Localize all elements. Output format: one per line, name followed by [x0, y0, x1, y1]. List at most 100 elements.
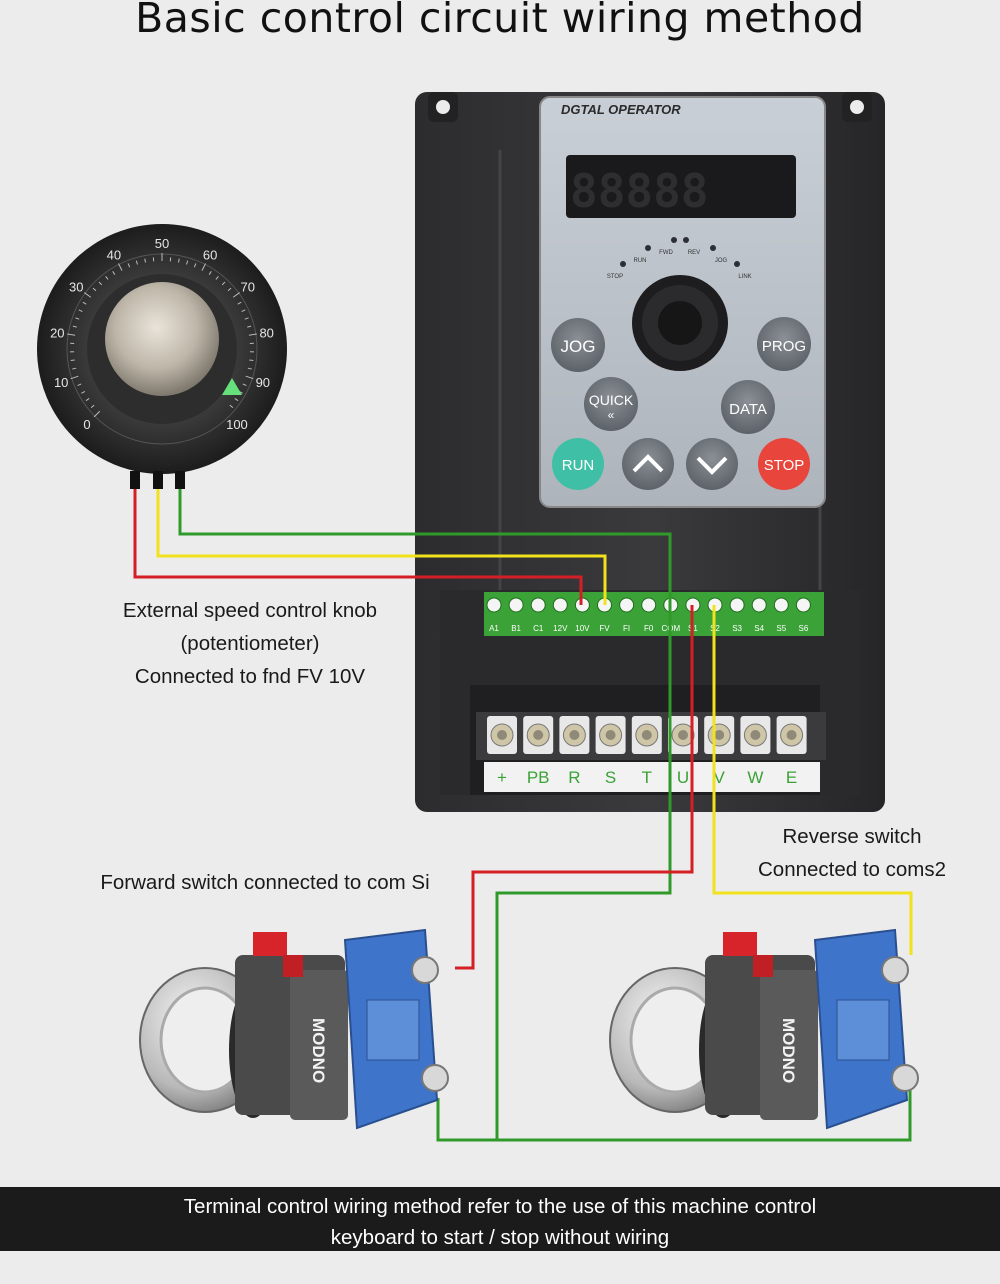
svg-text:JOG: JOG [561, 337, 596, 356]
control-terminal-label: FV [599, 624, 610, 633]
svg-text:RUN: RUN [634, 258, 647, 264]
screw-terminal-bottom[interactable] [891, 1064, 919, 1092]
knob-label-line3: Connected to fnd FV 10V [134, 665, 366, 688]
control-terminal-s6[interactable]: S6 [795, 597, 811, 633]
power-terminal-plus[interactable]: + [487, 716, 517, 787]
control-terminal-s5[interactable]: S5 [773, 597, 789, 633]
footer-banner: Terminal control wiring method refer to … [0, 1187, 1000, 1251]
svg-text:RUN: RUN [562, 457, 595, 474]
knob-scale-label: 20 [50, 325, 64, 340]
stop-button[interactable]: STOP [758, 438, 810, 490]
chevron-down-icon [696, 456, 728, 475]
knob-label-line1: External speed control knob [122, 599, 378, 622]
indicator-run: RUN [634, 245, 651, 264]
control-terminal-label: A1 [489, 624, 499, 633]
control-terminal-label: 12V [553, 624, 568, 633]
jog-dial[interactable] [632, 275, 728, 371]
control-terminal-f0[interactable]: F0 [641, 597, 657, 633]
power-terminal-label: PB [527, 768, 550, 787]
reverse-switch[interactable]: MODNO [609, 928, 919, 1130]
control-terminal-c1[interactable]: C1 [530, 597, 546, 633]
power-terminal-w[interactable]: W [740, 716, 771, 787]
knob-label-line2: (potentiometer) [180, 632, 320, 655]
knob-pointer-icon [222, 378, 242, 395]
data-button[interactable]: DATA [721, 380, 775, 434]
control-terminal-label: S4 [754, 624, 764, 633]
svg-text:JOG: JOG [715, 258, 728, 264]
knob-scale-label: 0 [83, 417, 90, 432]
control-terminal-label: C1 [533, 624, 544, 633]
knob-scale-label: 60 [203, 248, 217, 263]
svg-text:«: « [608, 408, 615, 422]
indicator-stop: STOP [607, 261, 626, 280]
control-terminal-s3[interactable]: S3 [729, 597, 745, 633]
switch-brand-label: MODNO [309, 1018, 328, 1083]
control-terminal-label: S5 [776, 624, 786, 633]
control-terminal-fi[interactable]: FI [619, 597, 635, 633]
wires [133, 489, 913, 1142]
quick-button[interactable]: QUICK « [584, 377, 638, 431]
power-terminal-e[interactable]: E [776, 716, 807, 787]
control-terminal-label: S6 [799, 624, 809, 633]
svg-text:QUICK: QUICK [589, 392, 634, 408]
power-terminal-r[interactable]: R [559, 716, 590, 787]
svg-text:STOP: STOP [764, 457, 805, 474]
reverse-switch-label: Reverse switch Connected to coms2 [722, 820, 982, 886]
control-terminal-s4[interactable]: S4 [751, 597, 767, 633]
control-terminal-b1[interactable]: B1 [508, 597, 524, 633]
screw-terminal-top[interactable] [411, 956, 439, 984]
yellow-wire-s2 [712, 605, 913, 955]
indicator-link: LINK [734, 261, 752, 280]
power-terminal-s[interactable]: S [595, 716, 626, 787]
svg-text:REV: REV [688, 250, 700, 256]
banner-line2: keyboard to start / stop without wiring [330, 1226, 670, 1249]
svg-text:LINK: LINK [738, 274, 751, 280]
operator-header: DGTAL OPERATOR [561, 102, 681, 117]
red-wire-10v [133, 489, 583, 605]
reverse-label-line1: Reverse switch [782, 825, 922, 848]
power-terminal-label: U [677, 768, 689, 787]
screw-terminal-bottom[interactable] [421, 1064, 449, 1092]
knob-scale-label: 70 [241, 280, 255, 295]
power-terminal-label: E [786, 768, 797, 787]
control-terminal-label: S3 [732, 624, 742, 633]
knob-label: External speed control knob (potentiomet… [80, 594, 420, 693]
down-arrow-button[interactable] [686, 438, 738, 490]
power-terminal-label: V [714, 768, 726, 787]
chevron-up-icon [632, 454, 664, 473]
forward-switch[interactable]: MODNO [139, 928, 449, 1130]
knob-scale-label: 40 [107, 248, 121, 263]
knob-scale-label: 30 [69, 280, 83, 295]
power-terminal-pb[interactable]: PB [523, 716, 554, 787]
svg-text:FWD: FWD [659, 250, 673, 256]
power-terminal-t[interactable]: T [631, 716, 662, 787]
control-terminal-label: 10V [575, 624, 590, 633]
indicator-fwd: FWD [659, 237, 677, 256]
forward-switch-label: Forward switch connected to com Si [100, 871, 430, 894]
green-wire-com [178, 489, 672, 1140]
power-terminal-label: R [568, 768, 580, 787]
svg-text:STOP: STOP [607, 274, 623, 280]
page-title: Basic control circuit wiring method [135, 0, 865, 42]
svg-text:DATA: DATA [729, 401, 767, 418]
knob-scale-label: 90 [256, 375, 270, 390]
run-button[interactable]: RUN [552, 438, 604, 490]
control-terminal-label: B1 [511, 624, 521, 633]
prog-button[interactable]: PROG [757, 317, 811, 371]
up-arrow-button[interactable] [622, 438, 674, 490]
screw-terminal-top[interactable] [881, 956, 909, 984]
jog-button[interactable]: JOG [551, 318, 605, 372]
control-terminal-a1[interactable]: A1 [486, 597, 502, 633]
control-terminal-label: F0 [644, 624, 654, 633]
knob-scale-label: 50 [155, 236, 169, 251]
banner-line1: Terminal control wiring method refer to … [183, 1195, 817, 1218]
control-terminal-label: FI [623, 624, 630, 633]
control-terminal-12v[interactable]: 12V [552, 597, 568, 633]
indicator-jog: JOG [710, 245, 727, 264]
power-terminal-label: T [642, 768, 652, 787]
power-terminal-label: + [497, 768, 507, 787]
green-wire-switch-common [436, 1090, 912, 1142]
